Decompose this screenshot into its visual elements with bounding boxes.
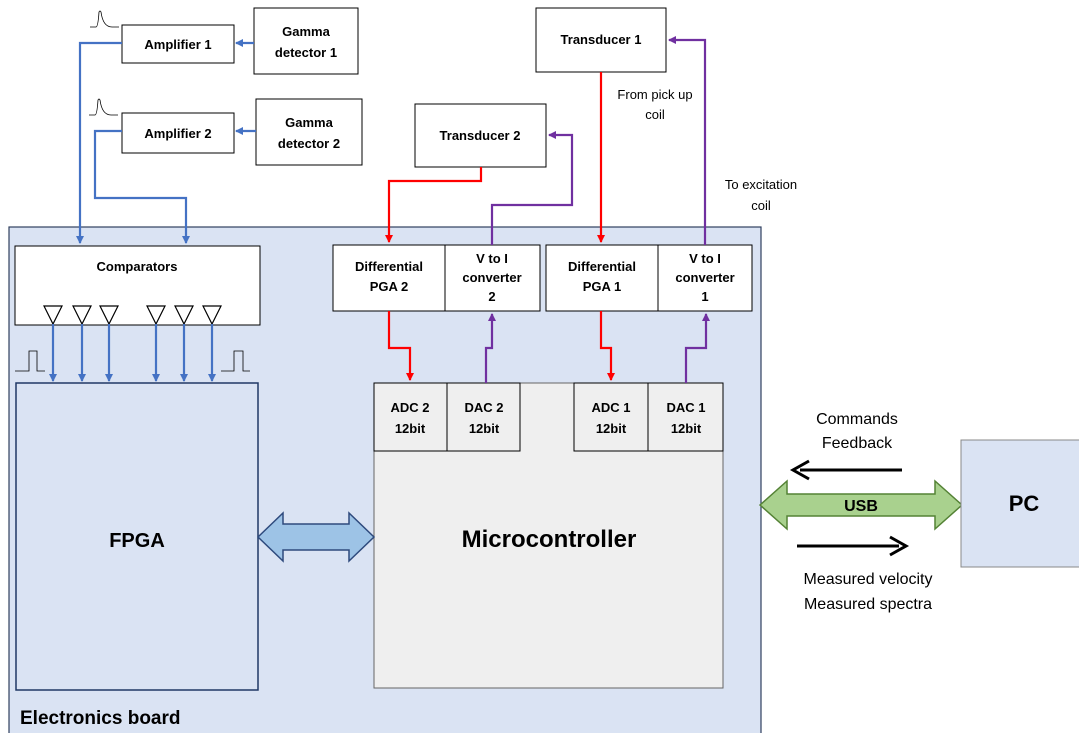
amplifier2-block: Amplifier 2 bbox=[121, 112, 235, 154]
comparator-triangle bbox=[43, 305, 63, 326]
fpga-mcu-bus-arrow bbox=[256, 511, 376, 563]
svg-text:Gamma: Gamma bbox=[282, 24, 330, 39]
svg-text:Amplifier 2: Amplifier 2 bbox=[144, 126, 211, 141]
fpga-label: FPGA bbox=[109, 530, 165, 552]
svg-text:V to I: V to I bbox=[689, 251, 721, 266]
measured-annotation: Measured velocity bbox=[804, 571, 933, 588]
usb-label: USB bbox=[844, 498, 878, 515]
dac2-block: DAC 2 12bit bbox=[446, 382, 521, 452]
transducer1-block: Transducer 1 bbox=[535, 7, 667, 73]
pga2-to-adc2 bbox=[387, 311, 414, 381]
excitation-annotation: To excitation bbox=[725, 177, 797, 192]
pc-label: PC bbox=[1009, 491, 1040, 516]
differential-pga2-block: Differential PGA 2 bbox=[332, 244, 446, 312]
svg-text:ADC 1: ADC 1 bbox=[591, 400, 630, 415]
commands-annotation: Commands bbox=[816, 411, 898, 428]
pulse-icon bbox=[90, 10, 119, 28]
svg-text:detector 2: detector 2 bbox=[278, 136, 340, 151]
square-pulse-icon bbox=[221, 350, 250, 372]
pc-block bbox=[960, 439, 1079, 568]
gamma-detector2-block: Gamma detector 2 bbox=[255, 98, 363, 166]
v2i2-to-transducer2 bbox=[490, 131, 574, 245]
svg-text:Amplifier 1: Amplifier 1 bbox=[144, 37, 211, 52]
pickup-annotation: From pick up bbox=[617, 87, 692, 102]
square-pulse-icon bbox=[15, 350, 45, 372]
communication-arrows bbox=[789, 459, 910, 557]
electronics-board-label: Electronics board bbox=[20, 708, 181, 729]
comparator-triangle bbox=[202, 305, 222, 326]
dac2-to-v2i2 bbox=[484, 313, 496, 383]
transducer2-block: Transducer 2 bbox=[414, 103, 547, 168]
svg-text:DAC 1: DAC 1 bbox=[666, 400, 705, 415]
dac1-block: DAC 1 12bit bbox=[647, 382, 724, 452]
svg-text:Transducer 2: Transducer 2 bbox=[440, 128, 521, 143]
transducer2-to-pga2 bbox=[385, 167, 483, 243]
svg-text:detector 1: detector 1 bbox=[275, 45, 337, 60]
svg-text:Transducer 1: Transducer 1 bbox=[561, 32, 642, 47]
amplifier2-to-comparators bbox=[93, 129, 190, 244]
svg-text:converter: converter bbox=[675, 270, 734, 285]
svg-text:12bit: 12bit bbox=[671, 421, 702, 436]
comparator-triangle bbox=[146, 305, 166, 326]
gamma-detector1-block: Gamma detector 1 bbox=[253, 7, 359, 75]
amplifier1-block: Amplifier 1 bbox=[121, 24, 235, 64]
v-to-i-converter1-block: V to I converter 1 bbox=[657, 244, 753, 312]
svg-text:12bit: 12bit bbox=[395, 421, 426, 436]
svg-text:Differential: Differential bbox=[355, 259, 423, 274]
comparator-triangle bbox=[174, 305, 194, 326]
svg-text:1: 1 bbox=[701, 289, 708, 304]
svg-text:PGA 1: PGA 1 bbox=[583, 279, 622, 294]
adc1-block: ADC 1 12bit bbox=[573, 382, 649, 452]
adc2-block: ADC 2 12bit bbox=[373, 382, 448, 452]
differential-pga1-block: Differential PGA 1 bbox=[545, 244, 659, 312]
comparators-label: Comparators bbox=[97, 259, 178, 274]
svg-text:Gamma: Gamma bbox=[285, 115, 333, 130]
svg-text:12bit: 12bit bbox=[596, 421, 627, 436]
pickup-annotation: coil bbox=[645, 107, 665, 122]
commands-annotation: Feedback bbox=[822, 435, 893, 452]
excitation-signal-lines bbox=[484, 36, 710, 383]
microcontroller-label: Microcontroller bbox=[462, 526, 637, 553]
pickup-signal-lines bbox=[385, 72, 615, 381]
svg-text:PGA 2: PGA 2 bbox=[370, 279, 409, 294]
comparator-triangle bbox=[72, 305, 92, 326]
dac1-to-v2i1 bbox=[684, 313, 710, 383]
svg-text:V to I: V to I bbox=[476, 251, 508, 266]
pga1-to-adc1 bbox=[599, 311, 615, 381]
measured-annotation: Measured spectra bbox=[804, 596, 932, 613]
gamma-signal-lines bbox=[49, 39, 256, 382]
v2i1-to-transducer1 bbox=[668, 36, 707, 245]
svg-text:converter: converter bbox=[462, 270, 521, 285]
excitation-annotation: coil bbox=[751, 198, 771, 213]
svg-text:2: 2 bbox=[488, 289, 495, 304]
comparator-triangles bbox=[43, 305, 222, 326]
v-to-i-converter2-block: V to I converter 2 bbox=[444, 244, 541, 312]
pulse-icon bbox=[89, 98, 118, 116]
amplifier1-to-comparators bbox=[76, 41, 122, 244]
comparator-triangle bbox=[99, 305, 119, 326]
svg-text:12bit: 12bit bbox=[469, 421, 500, 436]
fpga-block bbox=[15, 382, 259, 691]
svg-text:DAC 2: DAC 2 bbox=[464, 400, 503, 415]
svg-text:Differential: Differential bbox=[568, 259, 636, 274]
svg-text:ADC 2: ADC 2 bbox=[390, 400, 429, 415]
